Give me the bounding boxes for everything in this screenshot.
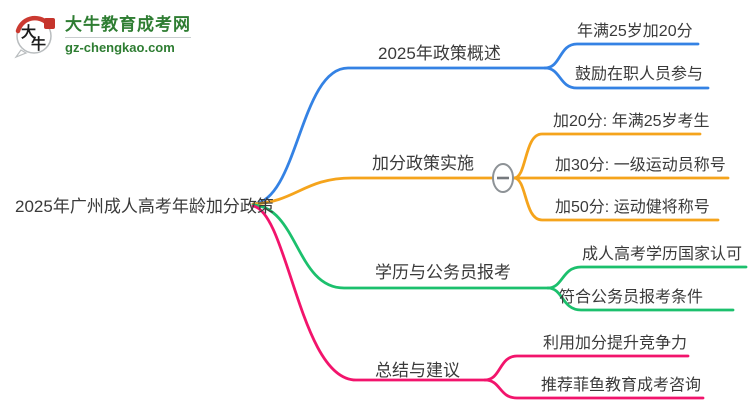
logo-char-da: 大: [21, 23, 36, 41]
site-logo[interactable]: 大 牛 大牛教育成考网 gz-chengkao.com: [12, 11, 191, 59]
logo-char-niu: 牛: [31, 35, 46, 53]
leaf-node-plus20[interactable]: 加20分: 年满25岁考生: [553, 113, 710, 130]
leaf-node-recommend-consult[interactable]: 推荐菲鱼教育成考咨询: [541, 377, 702, 394]
root-node[interactable]: 2025年广州成人高考年龄加分政策: [15, 197, 274, 216]
logo-red-seal: [44, 18, 55, 29]
logo-title: 大牛教育成考网: [65, 15, 191, 34]
daniu-logo-icon: 大 牛: [14, 15, 55, 59]
branch-lines-implementation: [251, 132, 730, 222]
leaf-node-civil-service-eligible[interactable]: 符合公务员报考条件: [559, 289, 704, 306]
leaf-node-plus50[interactable]: 加50分: 运动健将称号: [555, 199, 710, 216]
leaf-node-age-bonus[interactable]: 年满25岁加20分: [577, 23, 693, 40]
leaf-node-plus30[interactable]: 加30分: 一级运动员称号: [555, 157, 726, 174]
branch-lines-policy-overview: [251, 42, 710, 206]
branch-node-degree-civil-service[interactable]: 学历与公务员报考: [375, 263, 511, 282]
logo-domain: gz-chengkao.com: [65, 37, 191, 55]
leaf-node-encourage-workers[interactable]: 鼓励在职人员参与: [575, 66, 704, 83]
branch-lines-summary: [251, 204, 705, 400]
branch-node-summary[interactable]: 总结与建议: [375, 361, 460, 380]
leaf-node-use-bonus[interactable]: 利用加分提升竞争力: [543, 335, 688, 352]
leaf-node-degree-recognized[interactable]: 成人高考学历国家认可: [582, 246, 743, 263]
branch-lines-degree-civil-service: [251, 203, 748, 312]
collapse-toggle-minus-icon[interactable]: [492, 163, 514, 193]
branch-node-implementation[interactable]: 加分政策实施: [372, 154, 474, 173]
branch-node-policy-overview[interactable]: 2025年政策概述: [378, 44, 501, 63]
